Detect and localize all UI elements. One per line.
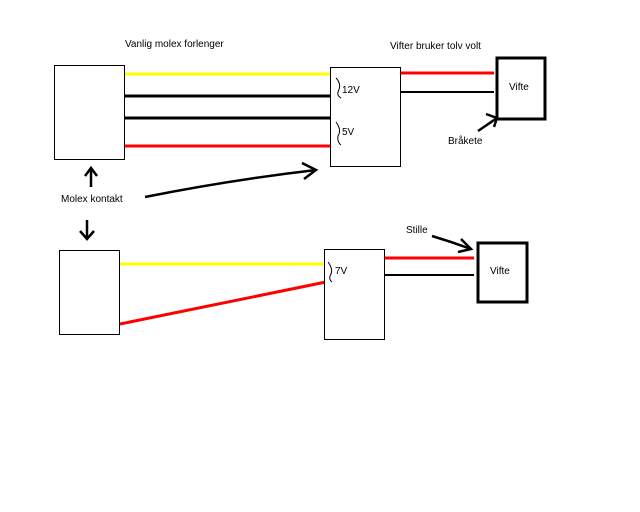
wire-red-bottom (119, 280, 327, 326)
arrow-long-head (301, 161, 319, 180)
adapter-box-bottom (324, 249, 385, 340)
arrow-up-head (84, 165, 98, 177)
arrow-brakete-head (485, 112, 499, 128)
label-brakete: Bråkete (448, 136, 483, 147)
arrow-down-head (79, 230, 95, 241)
arrow-long-shaft (144, 168, 317, 199)
pin-mark-7v (327, 261, 333, 283)
pin-mark-12v (335, 77, 342, 99)
arrow-stille-shaft (431, 234, 472, 251)
label-vifter-tolv-volt: Vifter bruker tolv volt (390, 41, 481, 52)
molex-connector-bottom (59, 250, 120, 335)
label-stille: Stille (406, 225, 428, 236)
arrow-brakete-shaft (477, 116, 498, 133)
label-vanlig-molex: Vanlig molex forlenger (125, 39, 224, 50)
label-12v: 12V (342, 85, 360, 96)
label-molex-kontakt: Molex kontakt (61, 194, 123, 205)
arrow-stille-head (457, 238, 474, 254)
label-7v: 7V (335, 266, 348, 277)
label-fan-bottom: Vifte (490, 266, 510, 277)
label-5v: 5V (342, 127, 355, 138)
molex-connector-top (54, 65, 125, 160)
pin-mark-5v (335, 121, 342, 146)
fan-box-top (495, 56, 547, 121)
fan-box-bottom (476, 241, 529, 304)
adapter-box-top (330, 67, 401, 167)
label-fan-top: Vifte (509, 82, 529, 93)
